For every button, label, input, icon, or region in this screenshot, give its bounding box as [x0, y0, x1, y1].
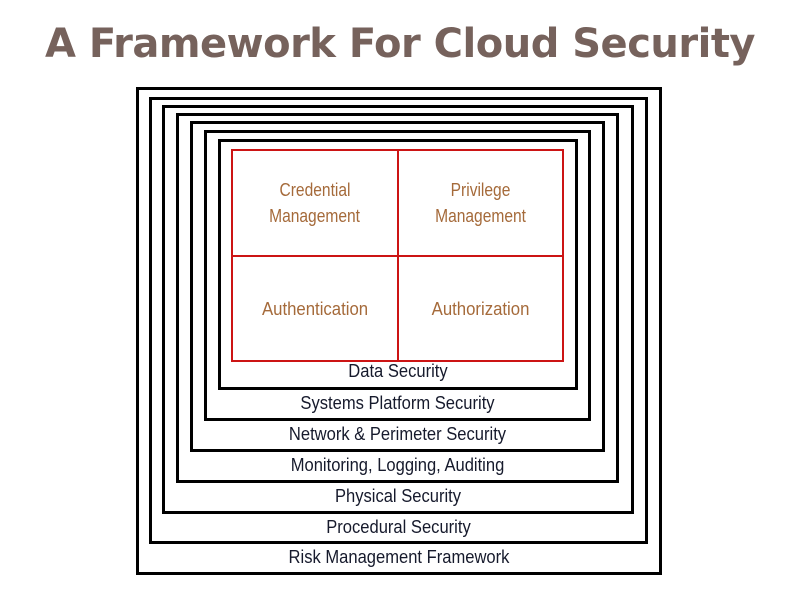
- layer-label-data-security: Data Security: [348, 361, 448, 381]
- layer-label-network-perimeter-security: Network & Perimeter Security: [288, 424, 507, 444]
- cell-authentication: Authentication: [233, 257, 397, 360]
- layer-label-physical-security: Physical Security: [334, 486, 462, 506]
- layer-label-risk-management-framework: Risk Management Framework: [288, 547, 510, 567]
- layer-systems-platform-security: Systems Platform Security: [204, 130, 591, 421]
- layer-monitoring-logging-auditing: Monitoring, Logging, Auditing: [176, 113, 619, 483]
- core-grid-horizontal-divider: [231, 255, 564, 257]
- layer-risk-management-framework: Risk Management Framework: [136, 87, 662, 575]
- layer-network-perimeter-security: Network & Perimeter Security: [190, 121, 605, 452]
- layer-data-security: Data Security: [218, 139, 578, 390]
- cell-privilege-management-line1: Privilege: [450, 180, 511, 200]
- layer-physical-security: Physical Security: [162, 105, 634, 514]
- layer-label-systems-platform-security: Systems Platform Security: [300, 393, 495, 413]
- layer-label-monitoring-logging-auditing: Monitoring, Logging, Auditing: [290, 455, 505, 475]
- cell-authentication-label: Authentication: [261, 298, 369, 319]
- cell-credential-management: Credential Management: [233, 151, 397, 255]
- cell-privilege-management-line2: Management: [435, 206, 526, 226]
- cell-privilege-management: Privilege Management: [399, 151, 562, 255]
- cell-authorization: Authorization: [399, 257, 562, 360]
- cell-credential-management-line1: Credential: [279, 180, 351, 200]
- diagram-title: A Framework For Cloud Security: [44, 21, 756, 67]
- layer-procedural-security: Procedural Security: [149, 97, 648, 544]
- layer-label-procedural-security: Procedural Security: [326, 517, 471, 537]
- cell-authorization-label: Authorization: [431, 298, 530, 319]
- cell-credential-management-line2: Management: [269, 206, 361, 226]
